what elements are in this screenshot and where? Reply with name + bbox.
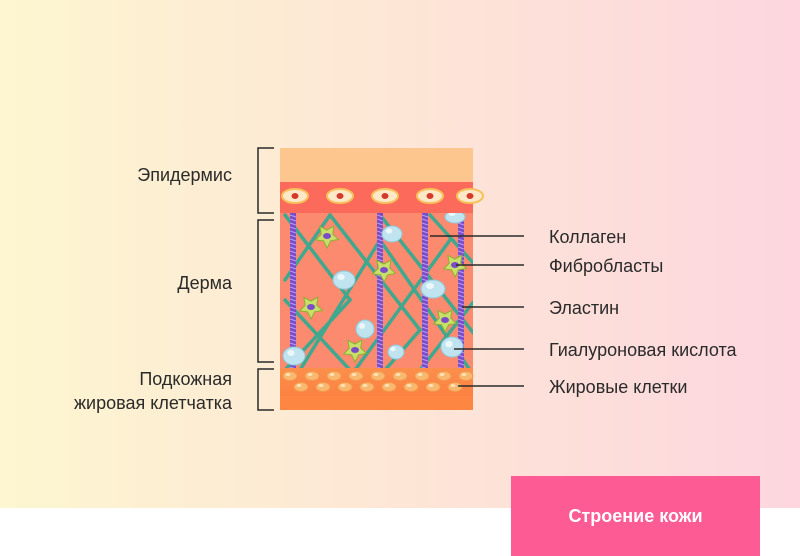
collagen-label: Коллаген xyxy=(549,227,627,247)
epidermis-label: Эпидермис xyxy=(137,165,232,185)
epidermis-top-layer xyxy=(280,148,473,182)
title-button-label: Строение кожи xyxy=(568,505,703,526)
hypodermis-label-line1: Подкожная xyxy=(139,369,232,389)
epidermis-cell xyxy=(326,188,354,204)
hyaluronic-drop xyxy=(444,213,466,224)
hyaluronic-acid-drops xyxy=(282,213,466,366)
fat-cell xyxy=(304,371,320,381)
fat-cells xyxy=(282,371,474,392)
hyaluronic-drop xyxy=(420,279,446,299)
fat-cell xyxy=(315,382,331,392)
hyaluronic-drop xyxy=(387,344,405,360)
fat-cell xyxy=(403,382,419,392)
fibroblast xyxy=(314,225,340,250)
fat-cell xyxy=(436,371,452,381)
collagen-fiber xyxy=(299,238,382,368)
epidermis-cell xyxy=(281,188,309,204)
elastin-label: Эластин xyxy=(549,298,620,318)
hypodermis-bottom-layer xyxy=(280,396,473,410)
fibroblast xyxy=(442,254,468,279)
epidermis-bracket xyxy=(257,147,274,214)
fat-cell xyxy=(447,382,463,392)
epidermis-cell xyxy=(456,188,484,204)
dermis-bracket xyxy=(257,219,274,363)
fat-cell xyxy=(348,371,364,381)
fat-cell xyxy=(414,371,430,381)
skin-structure-title-button[interactable]: Строение кожи xyxy=(511,476,760,556)
hyaluronic-drop xyxy=(440,336,464,358)
hyaluronic-drop xyxy=(381,225,403,243)
fibroblast xyxy=(342,339,368,364)
fat-cell xyxy=(359,382,375,392)
fat-cell xyxy=(370,371,386,381)
hyaluronic-drop xyxy=(332,270,356,290)
fat-cells-label: Жировые клетки xyxy=(549,377,688,397)
fibroblast xyxy=(432,309,458,334)
hypodermis-bracket xyxy=(257,368,274,411)
collagen-fiber xyxy=(354,238,452,368)
fat-cell xyxy=(425,382,441,392)
fibroblast xyxy=(298,296,324,321)
epidermis-cells xyxy=(281,188,484,204)
fat-cell xyxy=(392,371,408,381)
fibroblast-cells xyxy=(298,225,468,364)
fat-cell xyxy=(381,382,397,392)
fibroblast xyxy=(371,259,397,284)
hyaluronic-drop xyxy=(282,346,306,366)
hypodermis-label-line2: жировая клетчатка xyxy=(74,393,232,413)
dermis-label: Дерма xyxy=(177,273,232,293)
fat-cell xyxy=(337,382,353,392)
elastin-fiber xyxy=(289,213,297,368)
elastin-fiber xyxy=(376,213,384,368)
epidermis-cell xyxy=(371,188,399,204)
fat-cell xyxy=(458,371,474,381)
fat-cell xyxy=(293,382,309,392)
collagen-fiber xyxy=(428,213,473,266)
hyaluronic-acid-label: Гиалуроновая кислота xyxy=(549,340,737,360)
hyaluronic-drop xyxy=(355,319,375,339)
fat-cell xyxy=(326,371,342,381)
fat-cell xyxy=(282,371,298,381)
fibroblasts-label: Фибробласты xyxy=(549,256,664,276)
epidermis-cell xyxy=(416,188,444,204)
